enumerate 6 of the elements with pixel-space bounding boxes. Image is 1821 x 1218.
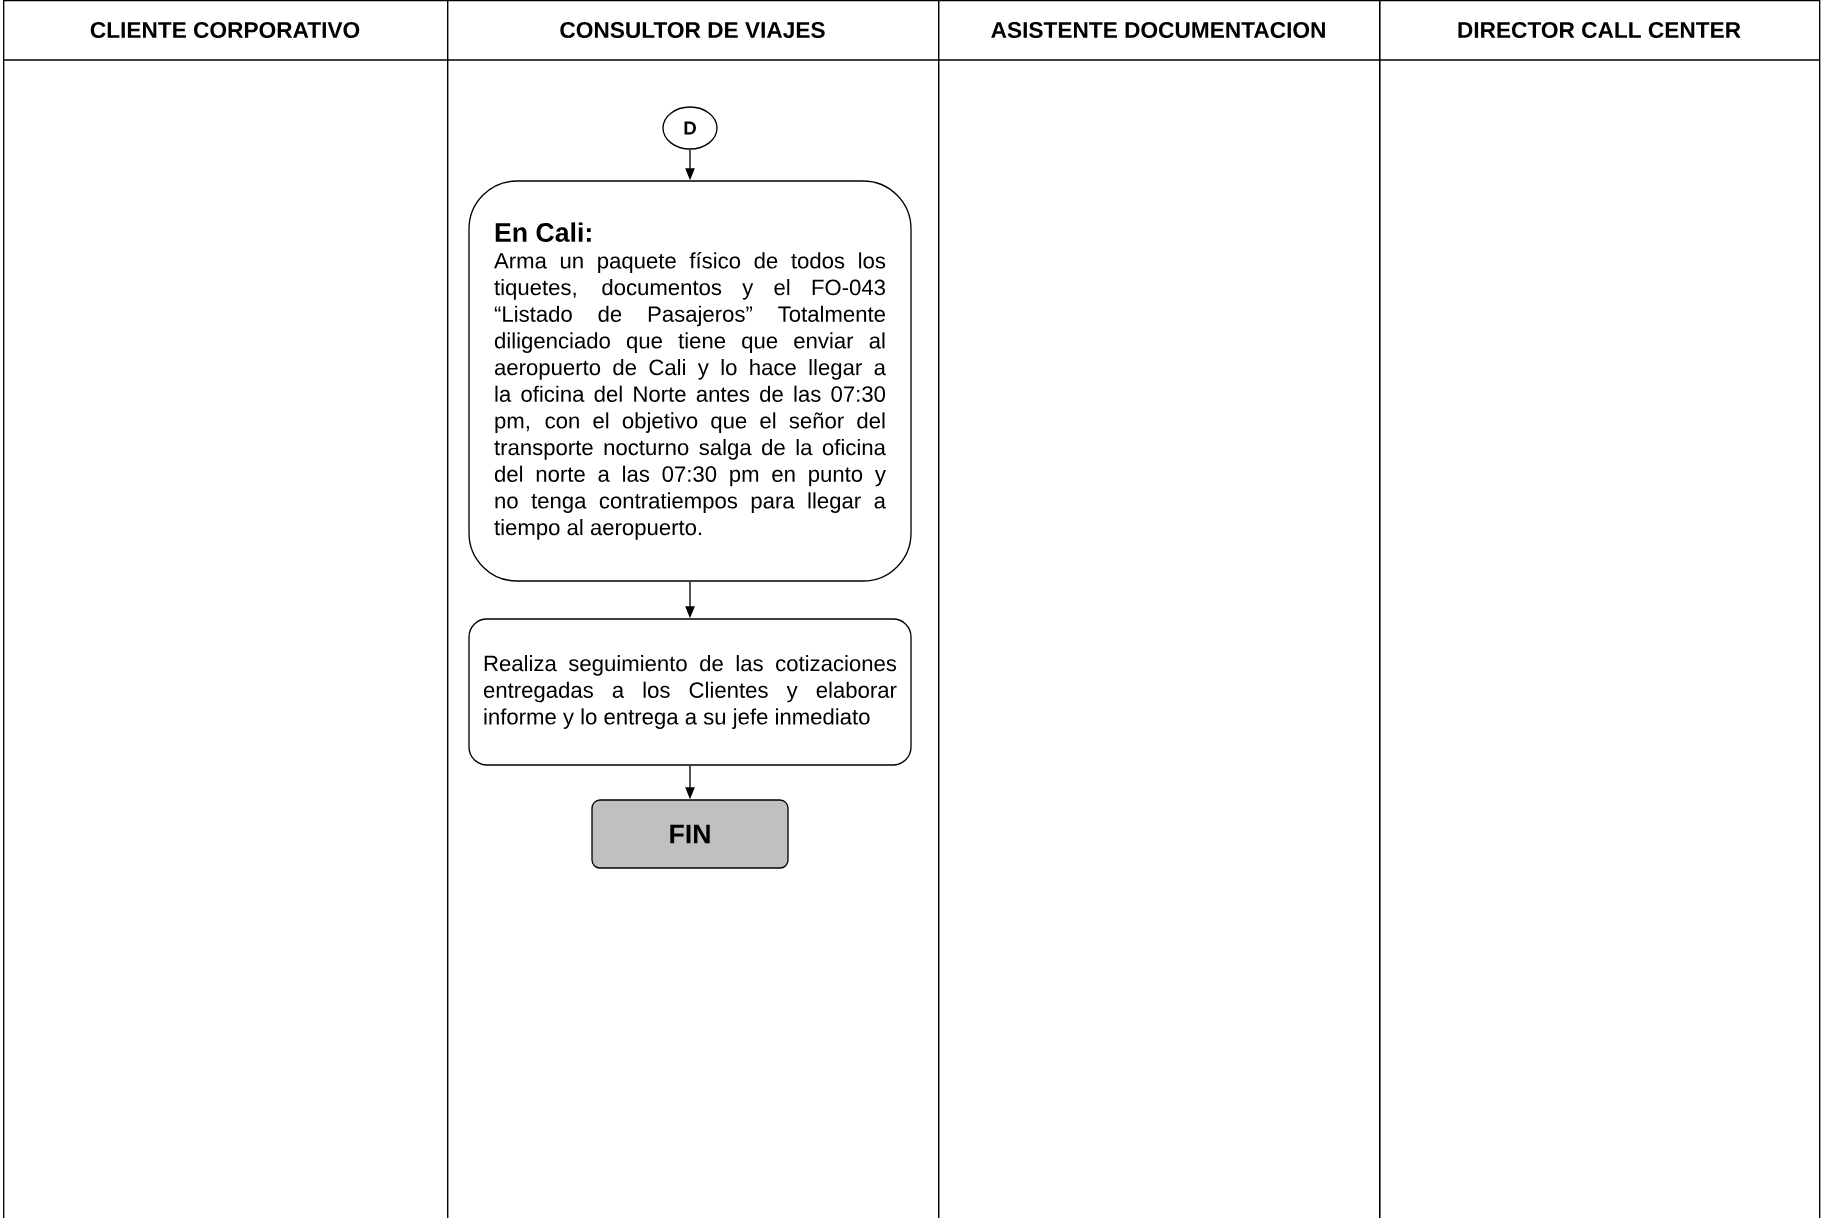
swimlane: ASISTENTE DOCUMENTACION xyxy=(937,0,1381,1218)
end-terminal: FIN xyxy=(591,799,789,869)
swimlane: CLIENTE CORPORATIVO xyxy=(2,0,449,1218)
process-box: Realiza seguimiento de las cotizaciones entregadas a los Clientes y elaborar informe y lo entrega a su jefe inmediato xyxy=(468,618,912,766)
swimlane: DIRECTOR CALL CENTER xyxy=(1378,0,1821,1218)
process-box: En Cali: Arma un paquete físico de todos los tiquetes, documentos y el FO-043 “Listado de Pasajeros” Totalmente diligenciado que tiene que enviar al aeropuerto de Cali y lo hace llegar a la oficina del Norte antes de las 07:30 pm, con el objetivo que el señor del transporte nocturno salga de la oficina del norte a las 07:30 pm en punto y no tenga contratiempos para llegar a tiempo al aeropuerto. xyxy=(468,180,912,582)
